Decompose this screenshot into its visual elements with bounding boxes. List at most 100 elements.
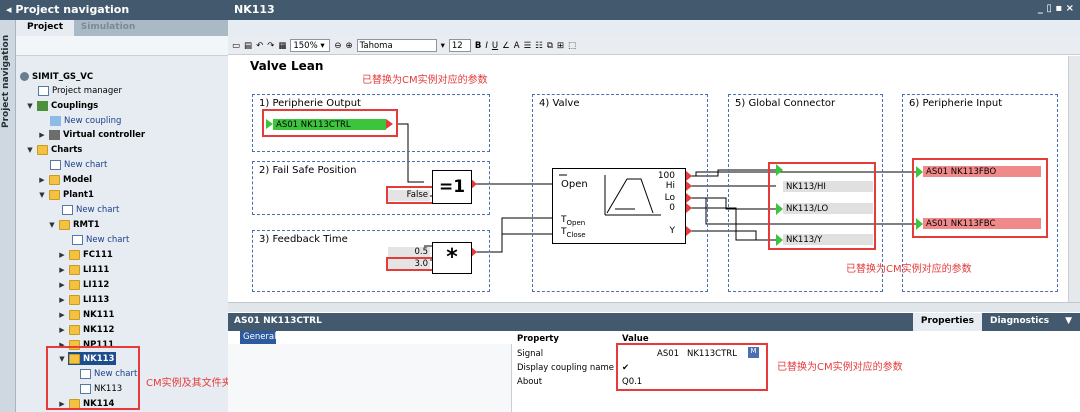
vertical-scrollbar[interactable] (1068, 56, 1080, 302)
zoom-in-icon[interactable]: ⊕ (345, 40, 353, 51)
group-peripherie-output[interactable]: 1) Peripherie Output (252, 94, 490, 152)
collapse-arrow-icon[interactable]: ▶ (59, 265, 65, 274)
tree-item-nk111[interactable]: ▶NK111 (58, 308, 114, 321)
tab-properties[interactable]: Properties (912, 313, 982, 331)
prop-signal-symbol[interactable]: NK113CTRL (687, 349, 737, 359)
layer-icon[interactable]: ⊞ (556, 40, 565, 51)
collapse-arrow-icon[interactable]: ▶ (59, 325, 65, 334)
tree-item-li113[interactable]: ▶LI113 (58, 293, 109, 306)
annotation-left: CM实例及其文件夹业已生成 (146, 378, 272, 389)
annotation-box-connector (768, 162, 876, 250)
tree-item-nk113-chart[interactable]: NK113 (80, 382, 122, 395)
font-size-select[interactable]: 12 (448, 39, 471, 52)
print-icon[interactable]: ▤ (244, 40, 253, 51)
collapse-arrow-icon[interactable]: ▶ (59, 295, 65, 304)
tree-item-np111[interactable]: ▶ NP111 (58, 338, 114, 351)
folder-icon (59, 219, 70, 230)
output-signal-pin[interactable]: AS01 NK113CTRL (273, 119, 386, 130)
connector-y[interactable]: NK113/Y (783, 234, 873, 245)
prop-signal-value[interactable]: AS01 (657, 349, 680, 359)
prop-about-value[interactable]: Q0.1 (622, 377, 643, 387)
tree-item-rmt1[interactable]: ▼RMT1 (48, 218, 100, 231)
expand-arrow-icon[interactable]: ▼ (27, 145, 33, 154)
group-valve[interactable]: 4) Valve (532, 94, 708, 292)
connector-lo[interactable]: NK113/LO (783, 203, 873, 214)
mul-block[interactable]: * (432, 242, 472, 274)
distribute-icon[interactable]: ☷ (535, 40, 543, 51)
collapse-arrow-icon[interactable]: ▶ (39, 175, 45, 184)
tree-item-fc111[interactable]: ▶FC111 (58, 248, 113, 261)
browse-icon[interactable]: M (748, 347, 759, 358)
tree-item-new-chart[interactable]: New chart (72, 233, 129, 246)
tree-label: NP111 (83, 339, 115, 350)
tree-item-root[interactable]: SIMIT_GS_VC (20, 70, 93, 83)
prop-display-checkbox[interactable]: ✔ (622, 363, 630, 373)
font-dropdown-icon[interactable]: ▾ (440, 40, 445, 51)
project-navigation-header: ◂ Project navigation (0, 0, 228, 20)
valve-block[interactable]: Open TOpen TClose 100 Hi Lo 0 Y (552, 168, 686, 244)
collapse-arrow-icon[interactable]: ▶ (59, 250, 65, 259)
tree-item-li112[interactable]: ▶ LI112 (58, 278, 109, 291)
vertical-tab[interactable]: Project navigation (0, 20, 16, 412)
tree-label: Virtual controller (63, 129, 146, 140)
zoom-select[interactable]: 150% ▾ (290, 39, 331, 52)
feedback-close-value[interactable]: 3.0 (388, 259, 430, 269)
tree-item-new-coupling[interactable]: New coupling (50, 114, 121, 127)
fail-safe-value[interactable]: False (388, 190, 430, 201)
eq-block[interactable]: =1 (432, 170, 472, 204)
tree-item-project-manager[interactable]: Project manager (38, 84, 122, 97)
valve-t-open-label: Open (566, 218, 586, 227)
chevron-down-icon[interactable]: ▼ (1065, 316, 1072, 326)
align-icon[interactable]: ☰ (523, 40, 532, 51)
bold-button[interactable]: B (474, 40, 482, 51)
expand-arrow-icon[interactable]: ▼ (59, 354, 65, 363)
feedback-open-value[interactable]: 0.5 (388, 247, 430, 257)
tree-item-li111[interactable]: ▶LI111 (58, 263, 109, 276)
underline-button[interactable]: U (491, 40, 499, 51)
tree-item-virtual-controller[interactable]: ▶ Virtual controller (38, 128, 145, 141)
group-fail-safe[interactable]: 2) Fail Safe Position (252, 161, 490, 215)
input-signal-fbc[interactable]: AS01 NK113FBC (923, 218, 1041, 229)
tree-label: LI112 (83, 279, 110, 290)
tree-item-new-chart[interactable]: New chart (62, 203, 119, 216)
connector-hi[interactable]: NK113/HI (783, 181, 873, 192)
group-peripherie-input[interactable]: 6) Peripherie Input (902, 94, 1058, 292)
tab-diagnostics[interactable]: Diagnostics (989, 316, 1050, 326)
group-feedback-time[interactable]: 3) Feedback Time (252, 230, 490, 292)
tab-simulation[interactable]: Simulation (80, 22, 136, 32)
group-global-connector[interactable]: 5) Global Connector (728, 94, 883, 292)
tab-project[interactable]: Project (16, 20, 74, 36)
italic-button[interactable]: I (485, 40, 488, 51)
tree-item-couplings[interactable]: ▼Couplings (26, 99, 98, 112)
grid-icon[interactable]: ▦ (278, 40, 287, 51)
font-select[interactable]: Tahoma (356, 39, 437, 52)
tree-item-model[interactable]: ▶Model (38, 173, 92, 186)
collapse-arrow-icon[interactable]: ▶ (59, 280, 65, 289)
line-color-icon[interactable]: ∠ (502, 40, 510, 51)
expand-arrow-icon[interactable]: ▼ (49, 220, 55, 229)
save-icon[interactable]: ▭ (232, 40, 241, 51)
collapse-arrow-icon[interactable]: ▶ (59, 310, 65, 319)
tree-item-new-chart[interactable]: New chart (80, 367, 137, 380)
zoom-out-icon[interactable]: ⊖ (334, 40, 342, 51)
text-color-icon[interactable]: A (513, 40, 520, 51)
window-controls[interactable]: _ ▯ ▪ × (1037, 3, 1074, 14)
collapse-arrow-icon[interactable]: ▶ (59, 340, 65, 349)
tab-general[interactable]: General (240, 331, 277, 344)
expand-arrow-icon[interactable]: ▼ (39, 190, 45, 199)
select-icon[interactable]: ⬚ (568, 40, 577, 51)
undo-icon[interactable]: ↶ (256, 40, 264, 51)
redo-icon[interactable]: ↷ (267, 40, 275, 51)
collapse-arrow-icon[interactable]: ▶ (39, 130, 45, 139)
diagram-canvas[interactable]: Valve Lean 已替换为CM实例对应的参数 1) Peripherie O… (236, 56, 1066, 302)
horizontal-scrollbar[interactable] (228, 302, 1080, 312)
group-icon[interactable]: ⧉ (546, 40, 553, 51)
input-signal-fbo[interactable]: AS01 NK113FBO (923, 166, 1041, 177)
tree-item-plant1[interactable]: ▼Plant1 (38, 188, 94, 201)
collapse-arrow-icon[interactable]: ▶ (59, 399, 65, 408)
tree-item-nk112[interactable]: ▶NK112 (58, 323, 114, 336)
tree-item-new-chart[interactable]: New chart (50, 158, 107, 171)
expand-arrow-icon[interactable]: ▼ (27, 101, 33, 110)
tree-item-charts[interactable]: ▼Charts (26, 143, 82, 156)
tree-item-nk113[interactable]: ▼NK113 (58, 352, 114, 365)
